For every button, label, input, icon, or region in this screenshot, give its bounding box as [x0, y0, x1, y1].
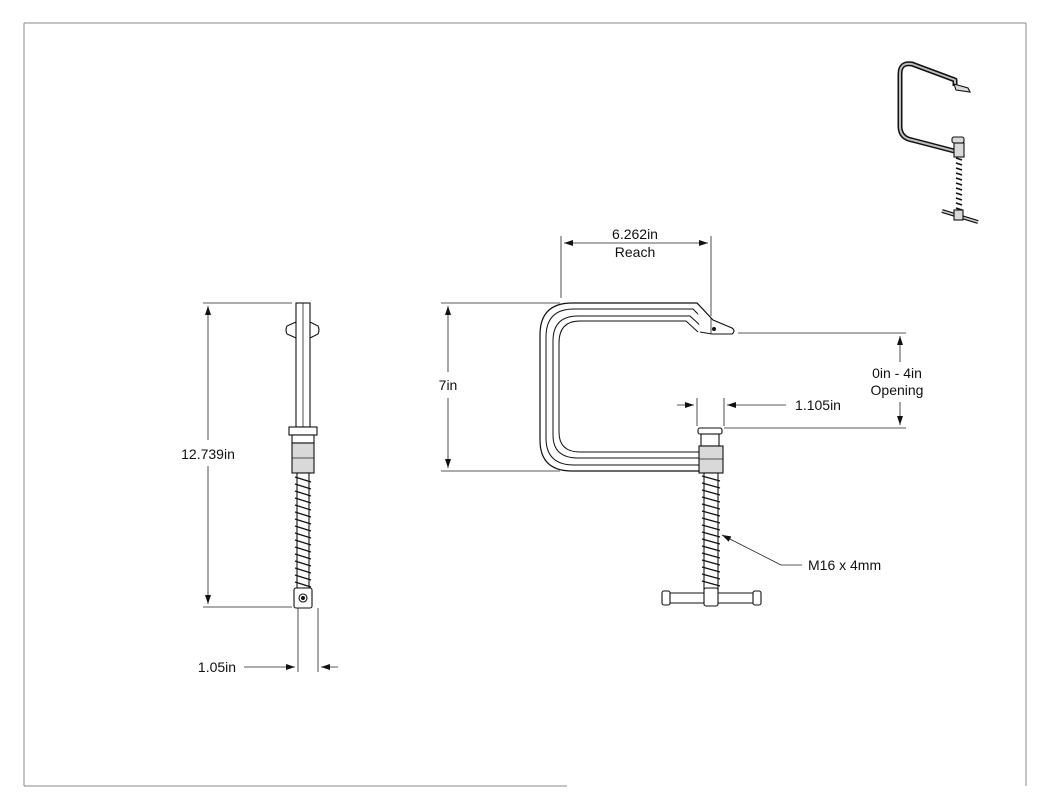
front-view — [539, 302, 762, 607]
height-label: 7in — [439, 377, 458, 393]
overall-length-label: 12.739in — [181, 446, 235, 462]
front-view-thread — [701, 472, 721, 591]
reach-value: 6.262in — [612, 226, 658, 242]
dim-overall-length: 12.739in — [181, 302, 292, 608]
opening-range: 0in - 4in — [872, 365, 922, 381]
dim-height: 7in — [439, 302, 560, 472]
leader-thread: M16 x 4mm — [721, 534, 881, 573]
pad-width-label: 1.105in — [795, 397, 841, 413]
opening-label: Opening — [871, 382, 924, 398]
dim-pad-width: 1.105in — [677, 397, 841, 426]
isometric-view — [897, 61, 979, 224]
thickness-label: 1.05in — [198, 659, 236, 675]
side-view — [285, 302, 320, 672]
thread-spec-label: M16 x 4mm — [808, 557, 881, 573]
side-view-thread — [294, 472, 312, 589]
dim-reach: 6.262in Reach — [560, 226, 712, 316]
sheet-border — [23, 22, 1027, 787]
reach-label: Reach — [615, 244, 655, 260]
dim-opening: 0in - 4in Opening — [724, 332, 924, 429]
dim-thickness: 1.05in — [198, 659, 338, 675]
